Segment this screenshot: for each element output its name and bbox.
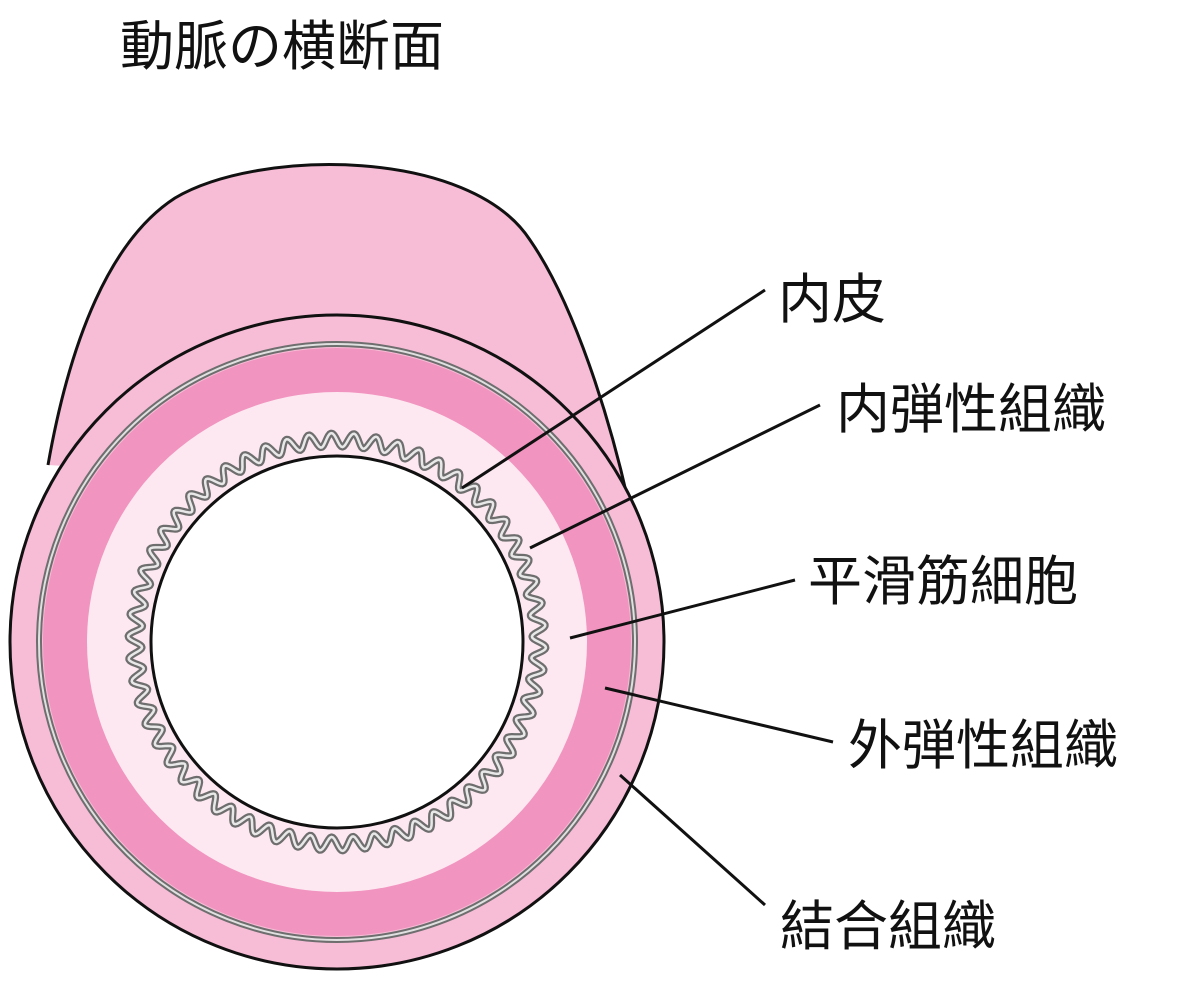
internal-elastic-wavy-line-highlight [126,431,548,853]
label-internal-elastic: 内弾性組織 [836,378,1106,441]
label-endothelium: 内皮 [778,268,886,331]
label-connective: 結合組織 [780,895,996,958]
leader-internal-elastic [529,403,821,550]
lumen [149,454,525,830]
leader-connective [618,773,767,907]
leader-external-elastic [604,686,834,744]
label-external-elastic: 外弾性組織 [848,714,1118,777]
leader-smooth-muscle [569,578,796,640]
leader-endothelium [461,288,766,490]
diagram-title: 動脈の横断面 [120,15,444,78]
external-elastic-line-inner [38,343,636,941]
label-smooth-muscle: 平滑筋細胞 [808,550,1078,613]
